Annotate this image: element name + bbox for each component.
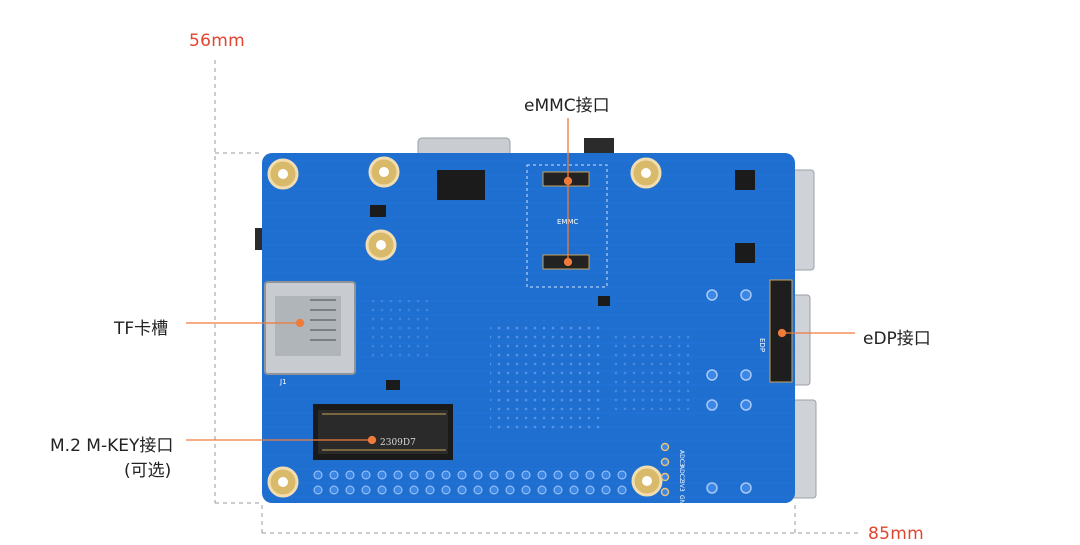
adc2-label: ADC2 <box>678 465 685 482</box>
m2-chip-text: 2309D7 <box>380 438 416 448</box>
emmc-callout: eMMC接口 <box>524 96 610 116</box>
height-dimension-label: 56mm <box>189 31 245 51</box>
emmc-area <box>526 164 608 288</box>
m2-slot <box>313 404 453 460</box>
edp-callout: eDP接口 <box>863 329 931 349</box>
dimension-lines <box>214 60 860 534</box>
tf-ref-silkscreen: J1 <box>279 378 287 386</box>
m2-callout: M.2 M-KEY接口 <box>50 436 174 456</box>
m2-callout-optional: (可选) <box>124 461 172 481</box>
width-dimension-label: 85mm <box>868 524 924 544</box>
gnd-label: GND <box>678 495 685 509</box>
gpio-header <box>313 470 627 495</box>
mounting-holes <box>267 156 663 498</box>
tf-callout: TF卡槽 <box>114 319 169 339</box>
callout-lines <box>186 118 855 445</box>
edp-silkscreen: EDP <box>758 338 766 352</box>
adc3-label: ADC3 <box>678 450 685 467</box>
v33-label: 3V3 <box>678 480 685 492</box>
tf-card-slot <box>264 281 356 375</box>
